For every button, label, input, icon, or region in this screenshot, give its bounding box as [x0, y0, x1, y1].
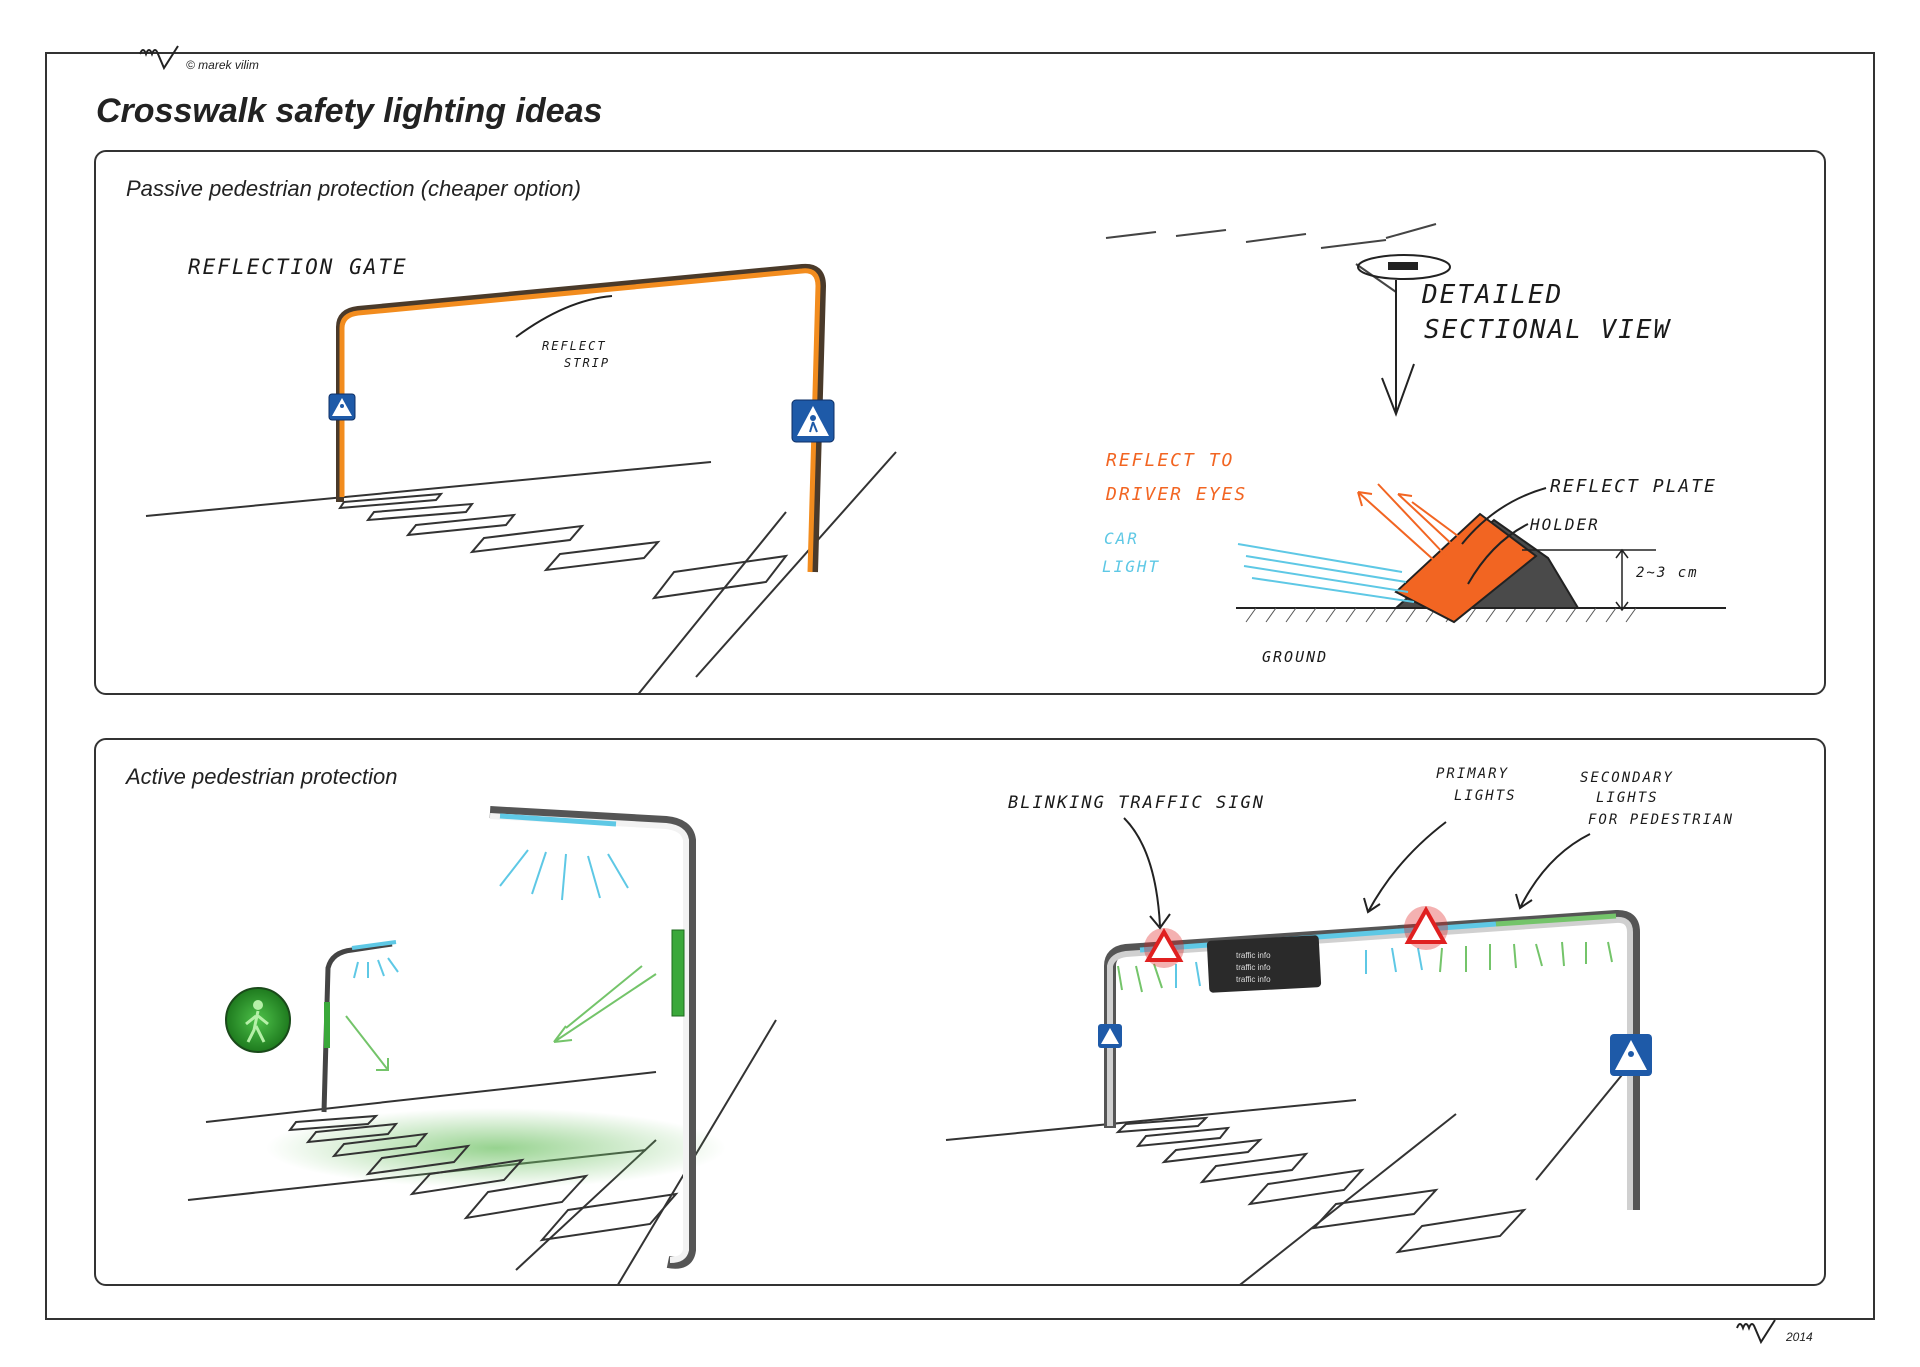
pedestrian-crossing-sign-icon	[328, 393, 356, 421]
reflection-gate	[336, 263, 827, 573]
blinking-sign-label: BLINKING TRAFFIC SIGN	[1008, 793, 1265, 813]
active-panel-title: Active pedestrian protection	[126, 764, 398, 789]
traffic-info-line-1: traffic info	[1236, 951, 1271, 960]
signature-logo-icon	[139, 45, 179, 70]
reflect-arrows	[1357, 483, 1467, 563]
arrow-icon	[1363, 821, 1447, 914]
arrow-icon	[553, 965, 657, 1043]
warning-triangle-icon	[1404, 905, 1448, 950]
secondary-light-arrows	[1117, 941, 1613, 993]
active-gate	[1104, 909, 1640, 1210]
primary-lights-label-1: PRIMARY	[1436, 766, 1509, 782]
ground-label: GROUND	[1262, 648, 1328, 666]
height-label: 2~3 cm	[1636, 565, 1699, 581]
far-street-lamp	[321, 940, 397, 1113]
traffic-info-line-3: traffic info	[1236, 975, 1271, 984]
detail-plate-mark	[1388, 262, 1418, 270]
car-label: CAR	[1104, 529, 1139, 548]
car-light-rays	[1237, 543, 1415, 603]
passive-protection-panel: Passive pedestrian protection (cheaper o…	[94, 150, 1826, 695]
passive-panel-title: Passive pedestrian protection (cheaper o…	[126, 176, 581, 201]
sheet-frame	[45, 52, 1875, 1320]
traffic-info-panel: traffic info traffic info traffic info	[1206, 935, 1322, 993]
pedestrian-walk-signal-icon	[225, 987, 291, 1053]
reflect-to-label: REFLECT TO	[1106, 450, 1234, 471]
secondary-lights-label-1: SECONDARY	[1580, 770, 1674, 786]
pedestrian-crossing-sign-icon	[1098, 1024, 1122, 1048]
arrow-icon	[1467, 523, 1529, 585]
light-label: LIGHT	[1102, 557, 1160, 576]
arrow-icon	[1123, 817, 1171, 930]
passive-sketch: REFLECTION GATE REFLECT STRIP DETAILED S…	[145, 223, 1726, 693]
holder-label: HOLDER	[1529, 515, 1600, 534]
warning-triangle-icon	[1144, 927, 1184, 968]
arrow-icon	[1515, 833, 1591, 910]
crosswalk-perspective-top	[1105, 223, 1437, 293]
pedestrian-crossing-sign-icon	[791, 399, 835, 443]
arrow-icon	[1461, 487, 1547, 545]
crosswalk-stripes	[287, 1114, 679, 1242]
reflect-strip-label-2: STRIP	[564, 356, 610, 370]
copyright-text: © marek vilim	[186, 58, 259, 72]
lamp-light-rays	[353, 957, 399, 979]
road-lines	[945, 1069, 1627, 1284]
page-title: Crosswalk safety lighting ideas	[96, 92, 603, 130]
crosswalk-stripes	[338, 492, 789, 600]
detailed-label: DETAILED	[1421, 280, 1563, 310]
secondary-lights-label-3: FOR PEDESTRIAN	[1588, 812, 1734, 828]
secondary-lights-label-2: LIGHTS	[1596, 790, 1659, 806]
arrow-icon	[345, 1015, 389, 1071]
arrow-icon	[515, 295, 613, 338]
main-street-lamp	[489, 806, 696, 1269]
pedestrian-crossing-sign-icon	[1610, 1034, 1652, 1076]
reflection-gate-label: REFLECTION GATE	[188, 255, 408, 279]
traffic-info-line-2: traffic info	[1236, 963, 1271, 972]
reflect-strip-label-1: REFLECT	[542, 339, 607, 353]
reflect-plate-label: REFLECT PLATE	[1550, 476, 1717, 497]
sectional-view-label: SECTIONAL VIEW	[1424, 315, 1671, 345]
driver-eyes-label: DRIVER EYES	[1105, 484, 1247, 505]
detail-circle	[1357, 254, 1451, 280]
arrow-icon	[1381, 280, 1415, 417]
sectional-view-drawing: 2~3 cm	[1236, 512, 1726, 624]
crosswalk-stripes	[1115, 1116, 1527, 1254]
road-lines	[145, 451, 897, 693]
active-sketch: traffic info traffic info traffic info B…	[187, 766, 1734, 1284]
primary-lights-label-2: LIGHTS	[1454, 788, 1517, 804]
active-protection-panel: Active pedestrian protection	[94, 738, 1826, 1286]
year-text: 2014	[1786, 1330, 1813, 1344]
signature-logo-icon	[1736, 1319, 1776, 1344]
lamp-light-rays	[499, 849, 629, 901]
crosswalk-green-glow	[266, 1108, 726, 1188]
